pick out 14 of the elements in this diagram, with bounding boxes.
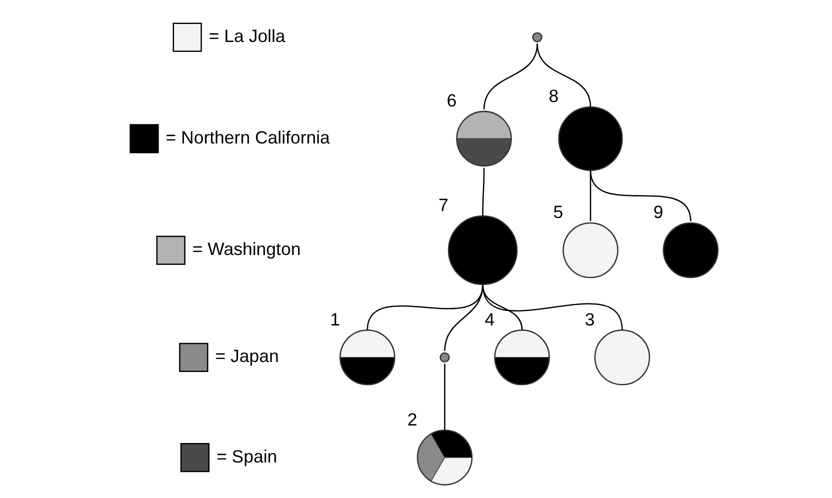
legend-label: = Northern California [165, 127, 330, 148]
legend-label: = Spain [216, 446, 277, 466]
legend-label: = La Jolla [208, 26, 285, 46]
node-label: 5 [552, 202, 563, 222]
node-label: 9 [652, 202, 663, 222]
node-label: 6 [446, 90, 456, 111]
legend-label: = Japan [214, 346, 278, 366]
legend-label: = Washington [192, 238, 300, 259]
node-label: 1 [330, 309, 340, 330]
node-label: 3 [584, 309, 594, 330]
node-label: 4 [484, 309, 494, 330]
node-label: 2 [406, 409, 417, 430]
node-label: 7 [438, 195, 448, 216]
node-label: 8 [548, 86, 558, 106]
